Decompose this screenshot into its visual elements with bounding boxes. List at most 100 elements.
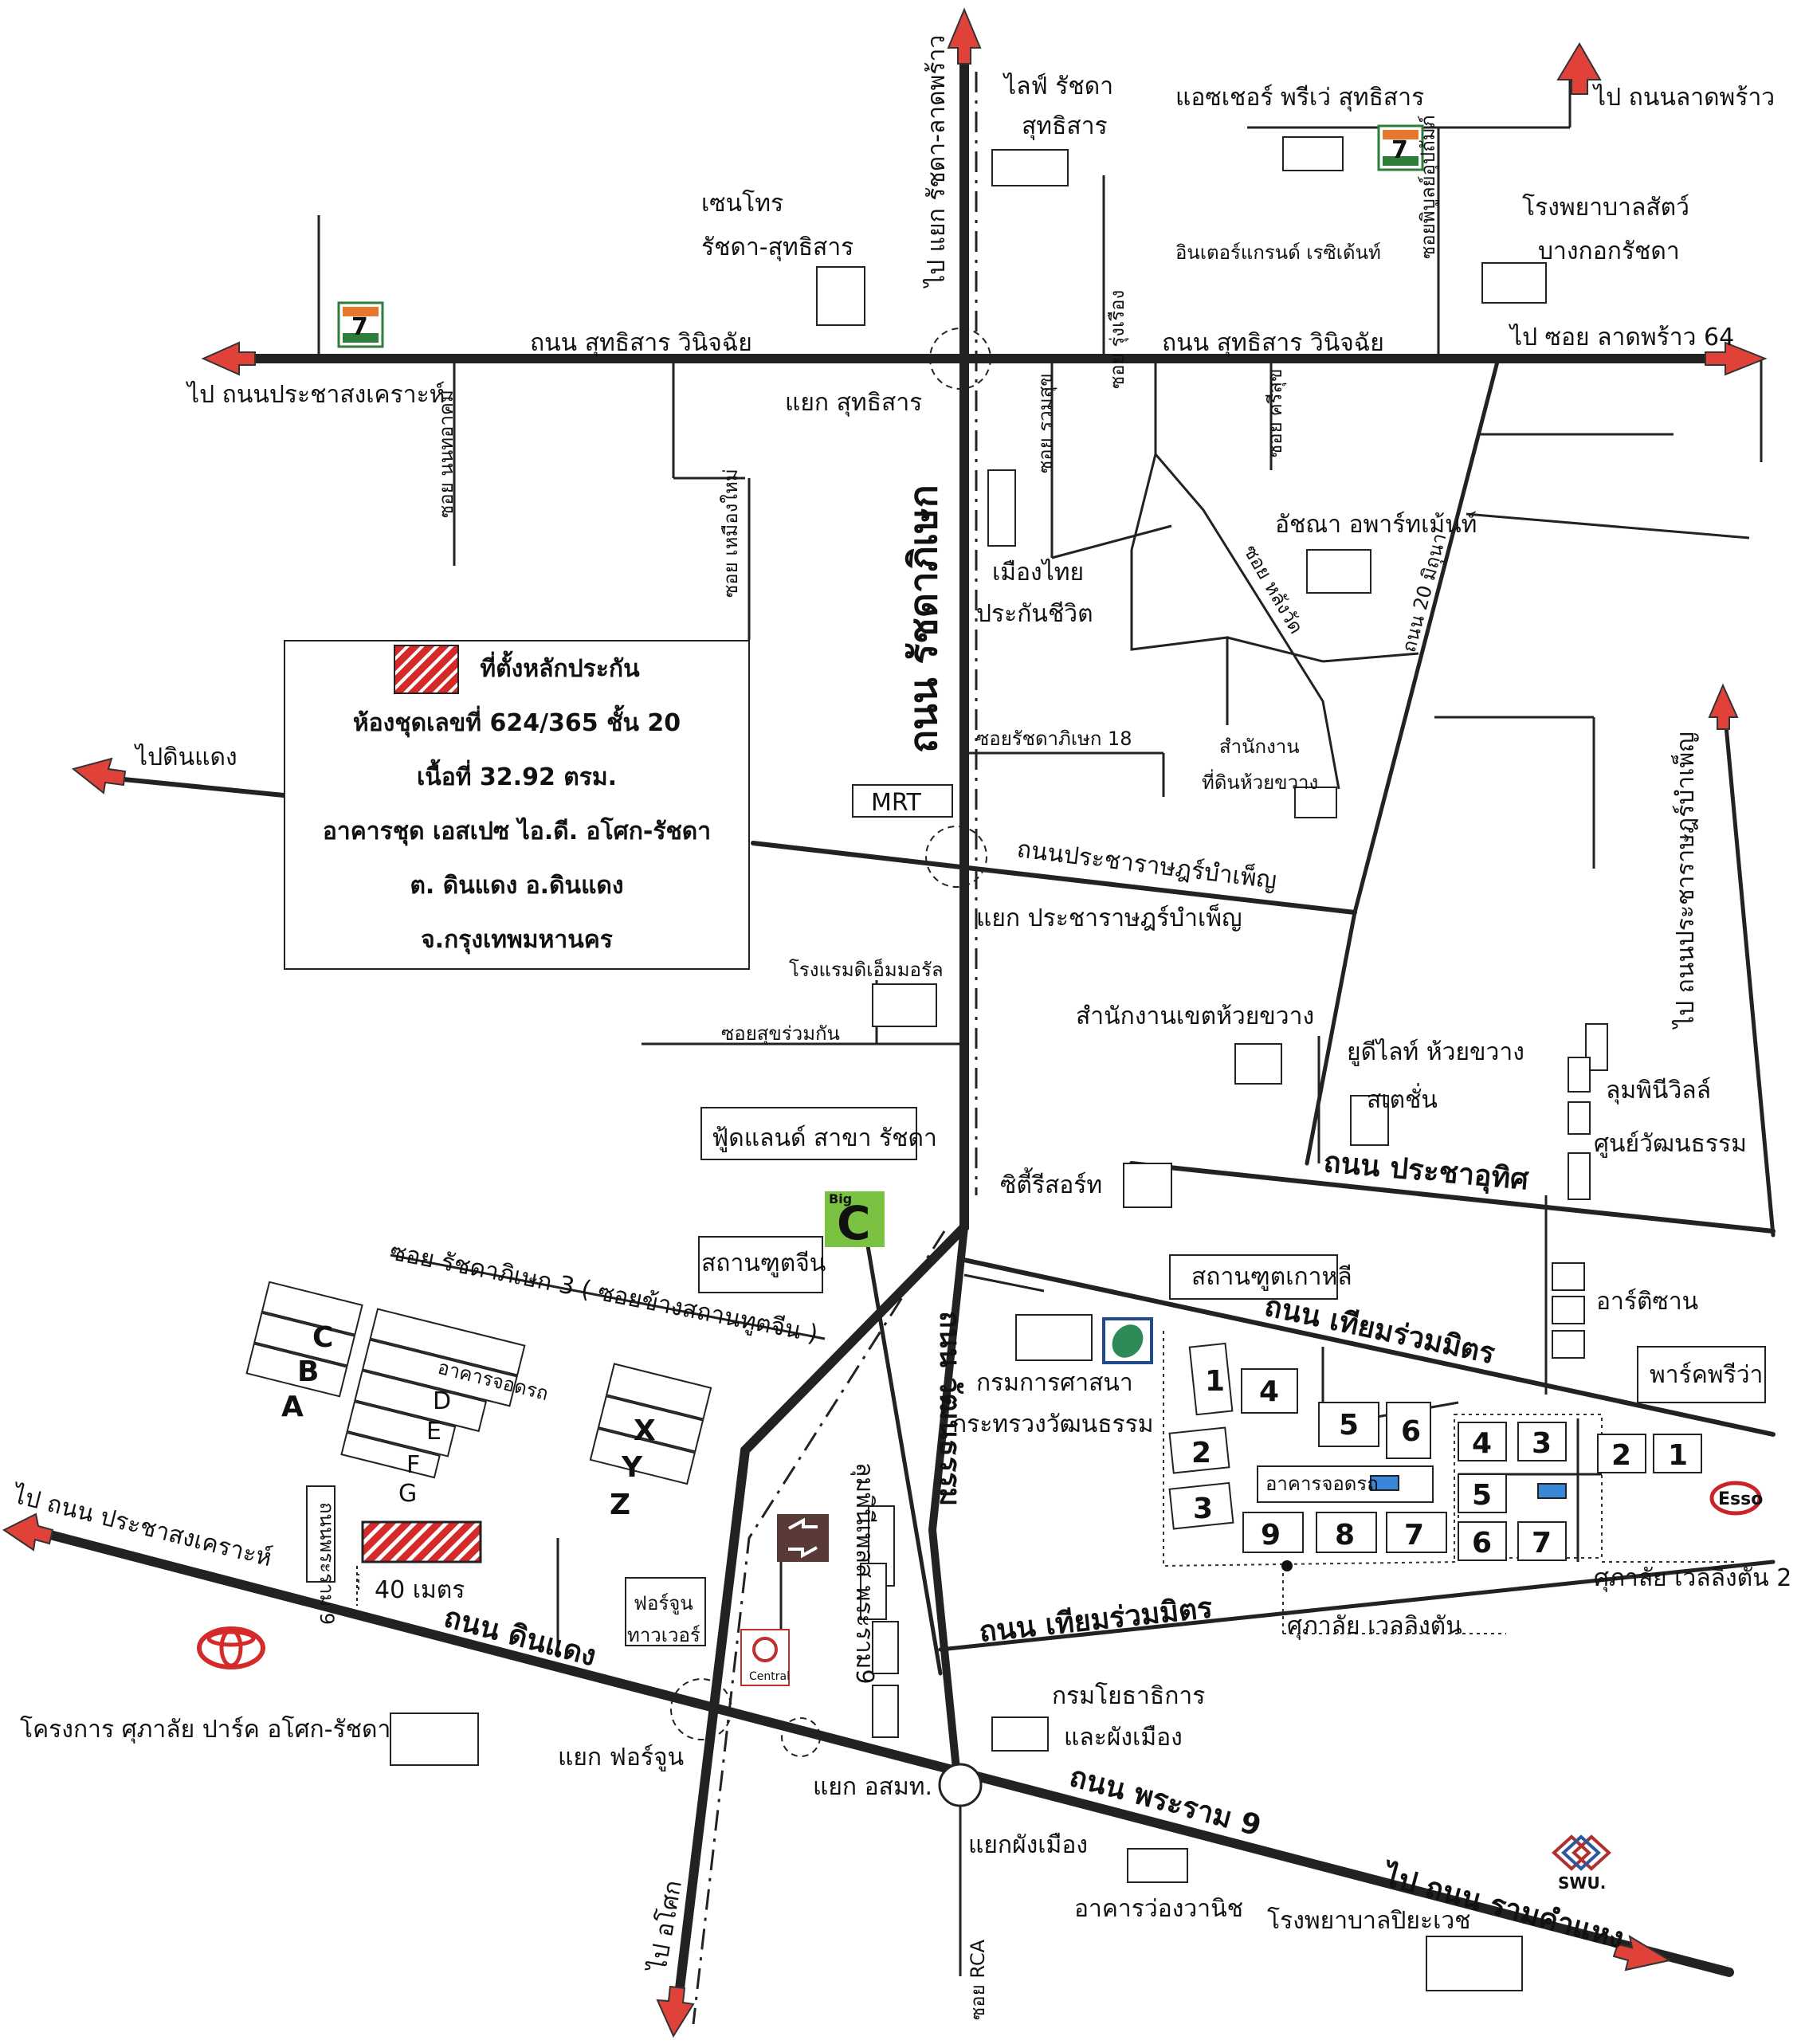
svg-text:4: 4 <box>1259 1375 1279 1408</box>
svg-text:อาร์ติซาน: อาร์ติซาน <box>1596 1288 1698 1316</box>
svg-text:แยก ฟอร์จูน: แยก ฟอร์จูน <box>558 1744 684 1771</box>
road-20-mithuna <box>1305 356 1501 1166</box>
svg-text:ลุมพินีเพลส พระราม9: ลุมพินีเพลส พระราม9 <box>850 1462 878 1685</box>
collateral-building <box>361 1520 482 1563</box>
arrow-ramkhamhaeng <box>1612 1934 1672 1971</box>
labels: ไลฟ์ รัชดา สุทธิสาร แอซเชอร์ พรีเว่ สุทธ… <box>9 35 1791 2020</box>
arrow-southwest <box>2 1512 54 1552</box>
road-thiam-ruam-mit-2 <box>938 1559 1776 1652</box>
svg-text:ไป ถนนประชาราษฎร์บำเพ็ญ: ไป ถนนประชาราษฎร์บำเพ็ญ <box>1670 732 1700 1030</box>
road-pracharat-right <box>1723 715 1776 1238</box>
svg-text:ไปดินแดง: ไปดินแดง <box>134 743 237 771</box>
info-box-line1: ห้องชุดเลขที่ 624/365 ชั้น 20 <box>352 709 681 737</box>
svg-text:อินเตอร์แกรนด์ เรซิเด้นท์: อินเตอร์แกรนด์ เรซิเด้นท์ <box>1175 241 1381 264</box>
svg-text:ฟอร์จูน: ฟอร์จูน <box>634 1592 693 1615</box>
svg-text:3: 3 <box>1193 1493 1213 1525</box>
svg-text:รัชดา-สุทธิสาร: รัชดา-สุทธิสาร <box>701 233 853 262</box>
blocks-right-labels: 1 4 2 3 5 6 อาคารจอดรถ 9 8 7 4 3 5 6 7 2… <box>1191 1365 1688 1559</box>
svg-text:แยก ประชาราษฎร์บำเพ็ญ: แยก ประชาราษฎร์บำเพ็ญ <box>976 903 1242 932</box>
svg-text:ศูนย์วัฒนธรรม: ศูนย์วัฒนธรรม <box>1594 1130 1747 1158</box>
svg-text:2: 2 <box>1191 1437 1211 1469</box>
arrow-pracharat-north <box>1708 683 1739 730</box>
svg-text:6: 6 <box>1472 1527 1492 1559</box>
svg-text:8: 8 <box>1335 1519 1355 1552</box>
svg-text:3: 3 <box>1532 1427 1552 1460</box>
svg-text:ถนน ประชาอุทิศ: ถนน ประชาอุทิศ <box>1322 1146 1531 1198</box>
svg-text:ซิตี้รีสอร์ท: ซิตี้รีสอร์ท <box>1000 1167 1102 1199</box>
road-phibun-pracha <box>862 1225 943 1676</box>
svg-text:4: 4 <box>1472 1427 1492 1460</box>
svg-text:ซอยสุขร่วมกัน: ซอยสุขร่วมกัน <box>721 1022 840 1046</box>
seven-eleven-icon: 7 <box>337 301 384 348</box>
svg-text:Z: Z <box>610 1489 630 1521</box>
svg-text:ไป ถนนประชาสงเคราะห์: ไป ถนนประชาสงเคราะห์ <box>186 380 445 409</box>
info-box-line3: อาคารชุด เอสเปซ ไอ.ดี. อโศก-รัชดา <box>322 818 712 845</box>
svg-text:กระทรวงวัฒนธรรม: กระทรวงวัฒนธรรม <box>952 1410 1154 1438</box>
svg-text:ถนนพระราม 9: ถนนพระราม 9 <box>316 1502 338 1625</box>
road-din-daeng <box>27 1525 1734 1977</box>
svg-text:อัชณา อพาร์ทเม้นท์: อัชณา อพาร์ทเม้นท์ <box>1275 511 1477 539</box>
arrow-asok <box>656 1985 695 2038</box>
svg-text:ประกันชีวิต: ประกันชีวิต <box>976 600 1093 628</box>
svg-text:7: 7 <box>1404 1519 1424 1552</box>
seven-eleven-icon-2: 7 <box>1377 124 1424 171</box>
svg-text:บางกอกรัชดา: บางกอกรัชดา <box>1538 237 1680 265</box>
svg-text:1: 1 <box>1668 1439 1688 1472</box>
info-box-line4: ต. ดินแดง อ.ดินแดง <box>410 872 624 900</box>
central-icon: Central <box>740 1629 790 1686</box>
info-box-title-row: ที่ตั้งหลักประกัน <box>394 642 640 696</box>
svg-text:7: 7 <box>1532 1527 1552 1559</box>
svg-text:โครงการ ศุภาลัย ปาร์ค อโศก-รัช: โครงการ ศุภาลัย ปาร์ค อโศก-รัชดา <box>20 1715 390 1744</box>
svg-text:ศุภาลัย เวลลิงตัน: ศุภาลัย เวลลิงตัน <box>1287 1612 1462 1641</box>
svg-text:F: F <box>406 1451 420 1479</box>
svg-text:ถนน ดินแดง: ถนน ดินแดง <box>441 1601 600 1673</box>
svg-text:2: 2 <box>1611 1439 1631 1472</box>
collateral-hatch-icon <box>394 645 460 694</box>
rama9-junction <box>938 1763 983 1807</box>
svg-text:อาคารว่องวานิช: อาคารว่องวานิช <box>1074 1895 1243 1923</box>
svg-text:ไป แยก รัชดา-ลาดพร้าว: ไป แยก รัชดา-ลาดพร้าว <box>922 35 951 288</box>
road-pracharat <box>751 841 1357 915</box>
svg-text:ศุภาลัย เวลลิงตัน 2: ศุภาลัย เวลลิงตัน 2 <box>1594 1564 1791 1593</box>
svg-text:กรมโยธาธิการ: กรมโยธาธิการ <box>1052 1681 1205 1710</box>
side-streets <box>317 80 1763 1976</box>
svg-text:Central: Central <box>749 1670 790 1683</box>
svg-text:ถนนประชาราษฎร์บำเพ็ญ: ถนนประชาราษฎร์บำเพ็ญ <box>1015 834 1278 895</box>
svg-text:แอซเชอร์ พรีเว่ สุทธิสาร: แอซเชอร์ พรีเว่ สุทธิสาร <box>1175 84 1424 112</box>
svg-text:ถนน สุทธิสาร วินิจฉัย: ถนน สุทธิสาร วินิจฉัย <box>530 329 752 358</box>
svg-text:ถนน เทียมร่วมมิตร: ถนน เทียมร่วมมิตร <box>978 1591 1214 1649</box>
svg-text:ที่ดินห้วยขวาง: ที่ดินห้วยขวาง <box>1202 769 1318 794</box>
road-pracha-uthit <box>1129 1161 1776 1234</box>
svg-text:ทาวเวอร์: ทาวเวอร์ <box>627 1624 700 1646</box>
arrow-west <box>201 341 256 376</box>
project-boundaries <box>358 1331 1737 1634</box>
arrow-ladprao <box>1556 42 1602 95</box>
junction-markers <box>670 328 991 1757</box>
big-c-icon: C Big <box>825 1191 885 1250</box>
svg-text:MRT: MRT <box>871 789 922 817</box>
arrow-din-daeng <box>71 757 127 794</box>
info-box-line2: เนื้อที่ 32.92 ตรม. <box>416 763 618 791</box>
arrow-east <box>1705 341 1768 376</box>
svg-text:1: 1 <box>1205 1365 1225 1398</box>
svg-text:เซนโทร: เซนโทร <box>701 189 783 218</box>
blocks-right <box>1168 1342 1702 1561</box>
svg-text:แยกผังเมือง: แยกผังเมือง <box>968 1831 1088 1859</box>
svg-text:C: C <box>312 1321 333 1354</box>
svg-text:6: 6 <box>1401 1415 1421 1448</box>
svg-text:ซอย เหมืองใหม่: ซอย เหมืองใหม่ <box>720 469 742 598</box>
svg-text:A: A <box>281 1391 304 1423</box>
svg-text:อาคารจอดรถ: อาคารจอดรถ <box>1265 1473 1379 1495</box>
road-pracharat-left <box>121 777 286 798</box>
road-ratchada-continued <box>928 1223 968 1773</box>
svg-text:โรงพยาบาลปิยะเวช: โรงพยาบาลปิยะเวช <box>1267 1906 1471 1935</box>
svg-text:ซอย RCA: ซอย RCA <box>967 1939 989 2020</box>
svg-text:ซอย ศรีสุข: ซอย ศรีสุข <box>1264 368 1287 457</box>
svg-text:พาร์คพรีว่า: พาร์คพรีว่า <box>1650 1361 1763 1389</box>
point-marker <box>1281 1560 1293 1571</box>
svg-text:ยูดีไลท์ ห้วยขวาง: ยูดีไลท์ ห้วยขวาง <box>1347 1038 1524 1066</box>
svg-text:ถนน สุทธิสาร วินิจฉัย: ถนน สุทธิสาร วินิจฉัย <box>1162 329 1384 358</box>
svg-text:และผังเมือง: และผังเมือง <box>1064 1724 1183 1752</box>
esso-icon: Esso <box>1709 1481 1763 1516</box>
